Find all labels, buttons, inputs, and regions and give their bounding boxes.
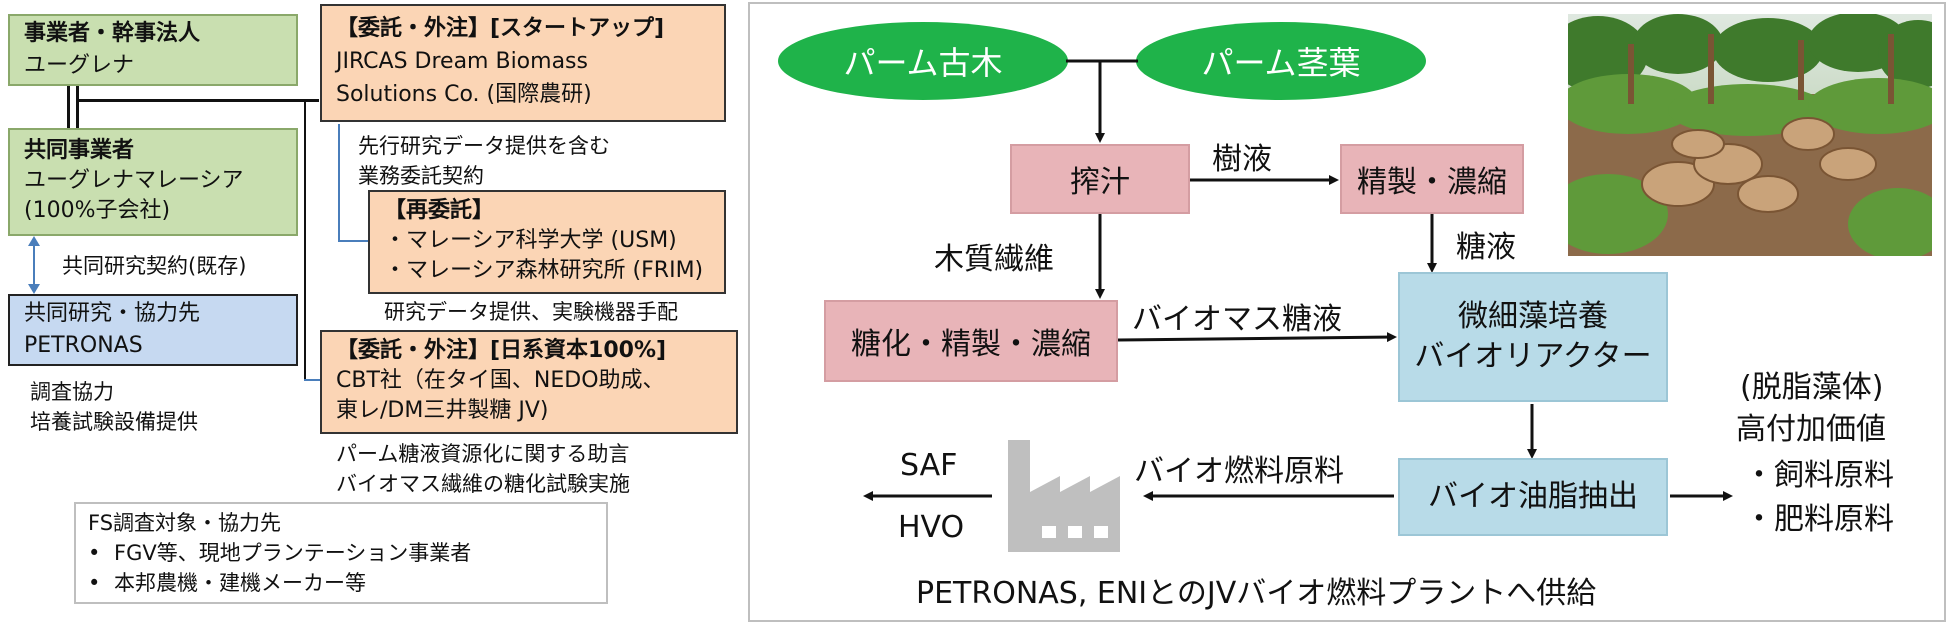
connector-line	[338, 124, 340, 240]
resub-line2: ・マレーシア森林研究所 (FRIM)	[384, 258, 704, 283]
joint-title: 共同事業者	[24, 138, 135, 163]
palm-trunk-node: パーム古木	[778, 22, 1068, 100]
wood-fiber-label: 木質繊維	[934, 242, 1054, 277]
cbt-box: 【委託・外注】[日系資本100%] CBT社（在タイ国、NEDO助成、 東レ/D…	[320, 330, 738, 434]
connector-line	[67, 86, 70, 128]
startup-title: 【委託・外注】[スタートアップ]	[336, 16, 665, 41]
fs-title: FS調査対象・協力先	[88, 511, 282, 535]
partner-note-2: 培養試験設備提供	[30, 410, 198, 434]
operator-box: 事業者・幹事法人 ユーグレナ	[8, 14, 298, 86]
operator-name: ユーグレナ	[24, 53, 135, 78]
connector-line	[304, 99, 306, 379]
saf-label: SAF	[900, 448, 958, 483]
startup-line2: Solutions Co. (国際農研)	[336, 82, 592, 107]
joint-operator-box: 共同事業者 ユーグレナマレーシア (100%子会社)	[8, 128, 298, 236]
resub-box: 【再委託】 ・マレーシア科学大学 (USM) ・マレーシア森林研究所 (FRIM…	[368, 190, 726, 294]
connector-line	[76, 99, 319, 102]
sugar-liquid-label: 糖液	[1456, 230, 1516, 265]
microalgae-box: 微細藻培養 バイオリアクター	[1398, 272, 1668, 402]
microalgae-line2: バイオリアクター	[1414, 339, 1652, 374]
joint-research-contract: 共同研究契約(既存)	[62, 254, 247, 278]
connector-line	[304, 379, 320, 381]
saccharify-box: 糖化・精製・濃縮	[824, 300, 1118, 382]
oil-extract-box: バイオ油脂抽出	[1398, 458, 1668, 536]
partner-note-1: 調査協力	[30, 380, 114, 404]
process-flow-panel	[748, 2, 1946, 622]
fs-item-1: •FGV等、現地プランテーション事業者	[88, 538, 594, 568]
refine-box: 精製・濃縮	[1340, 144, 1524, 214]
fs-item-2: •本邦農機・建機メーカー等	[88, 568, 594, 598]
startup-line1: JIRCAS Dream Biomass	[336, 49, 588, 74]
partner-line1: 共同研究・協力先	[24, 301, 201, 326]
hvo-label: HVO	[898, 510, 965, 545]
partner-box: 共同研究・協力先 PETRONAS	[8, 294, 298, 366]
palm-frond-node: パーム茎葉	[1136, 22, 1426, 100]
joint-line1: ユーグレナマレーシア	[24, 168, 244, 193]
defatted-line3: ・飼料原料	[1744, 458, 1894, 493]
startup-note-1: 先行研究データ提供を含む	[358, 134, 610, 158]
defatted-line2: 高付加価値	[1736, 412, 1886, 447]
startup-note-2: 業務委託契約	[358, 164, 484, 188]
supply-caption: PETRONAS, ENIとのJVバイオ燃料プラントへ供給	[916, 576, 1597, 611]
sap-label: 樹液	[1212, 142, 1272, 177]
cbt-note-1: パーム糖液資源化に関する助言	[336, 442, 630, 466]
connector-line	[338, 240, 368, 242]
cbt-note-2: バイオマス繊維の糖化試験実施	[336, 472, 630, 496]
defatted-line1: (脱脂藻体)	[1740, 370, 1884, 405]
bullet: •	[88, 571, 101, 595]
cbt-title: 【委託・外注】[日系資本100%]	[336, 338, 667, 363]
resub-title: 【再委託】	[384, 198, 495, 223]
squeeze-box: 搾汁	[1010, 144, 1190, 214]
connector-line	[76, 86, 79, 128]
partner-line2: PETRONAS	[24, 333, 143, 358]
startup-box: 【委託・外注】[スタートアップ] JIRCAS Dream Biomass So…	[320, 4, 726, 122]
joint-line2: (100%子会社)	[24, 198, 171, 223]
cbt-line1: CBT社（在タイ国、NEDO助成、	[336, 368, 665, 393]
double-arrow-icon	[28, 236, 40, 294]
bullet: •	[88, 541, 101, 565]
biomass-sugar-label: バイオマス糖液	[1132, 302, 1342, 337]
palm-plantation-photo	[1568, 14, 1932, 256]
cbt-line2: 東レ/DM三井製糖 JV)	[336, 398, 549, 423]
biofuel-material-label: バイオ燃料原料	[1134, 454, 1344, 489]
resub-line1: ・マレーシア科学大学 (USM)	[384, 228, 677, 253]
microalgae-line1: 微細藻培養	[1458, 299, 1608, 334]
fs-box: FS調査対象・協力先 •FGV等、現地プランテーション事業者 •本邦農機・建機メ…	[74, 502, 608, 604]
defatted-line4: ・肥料原料	[1744, 502, 1894, 537]
resub-note: 研究データ提供、実験機器手配	[384, 300, 678, 324]
operator-title: 事業者・幹事法人	[24, 21, 201, 46]
factory-icon	[1008, 440, 1120, 552]
